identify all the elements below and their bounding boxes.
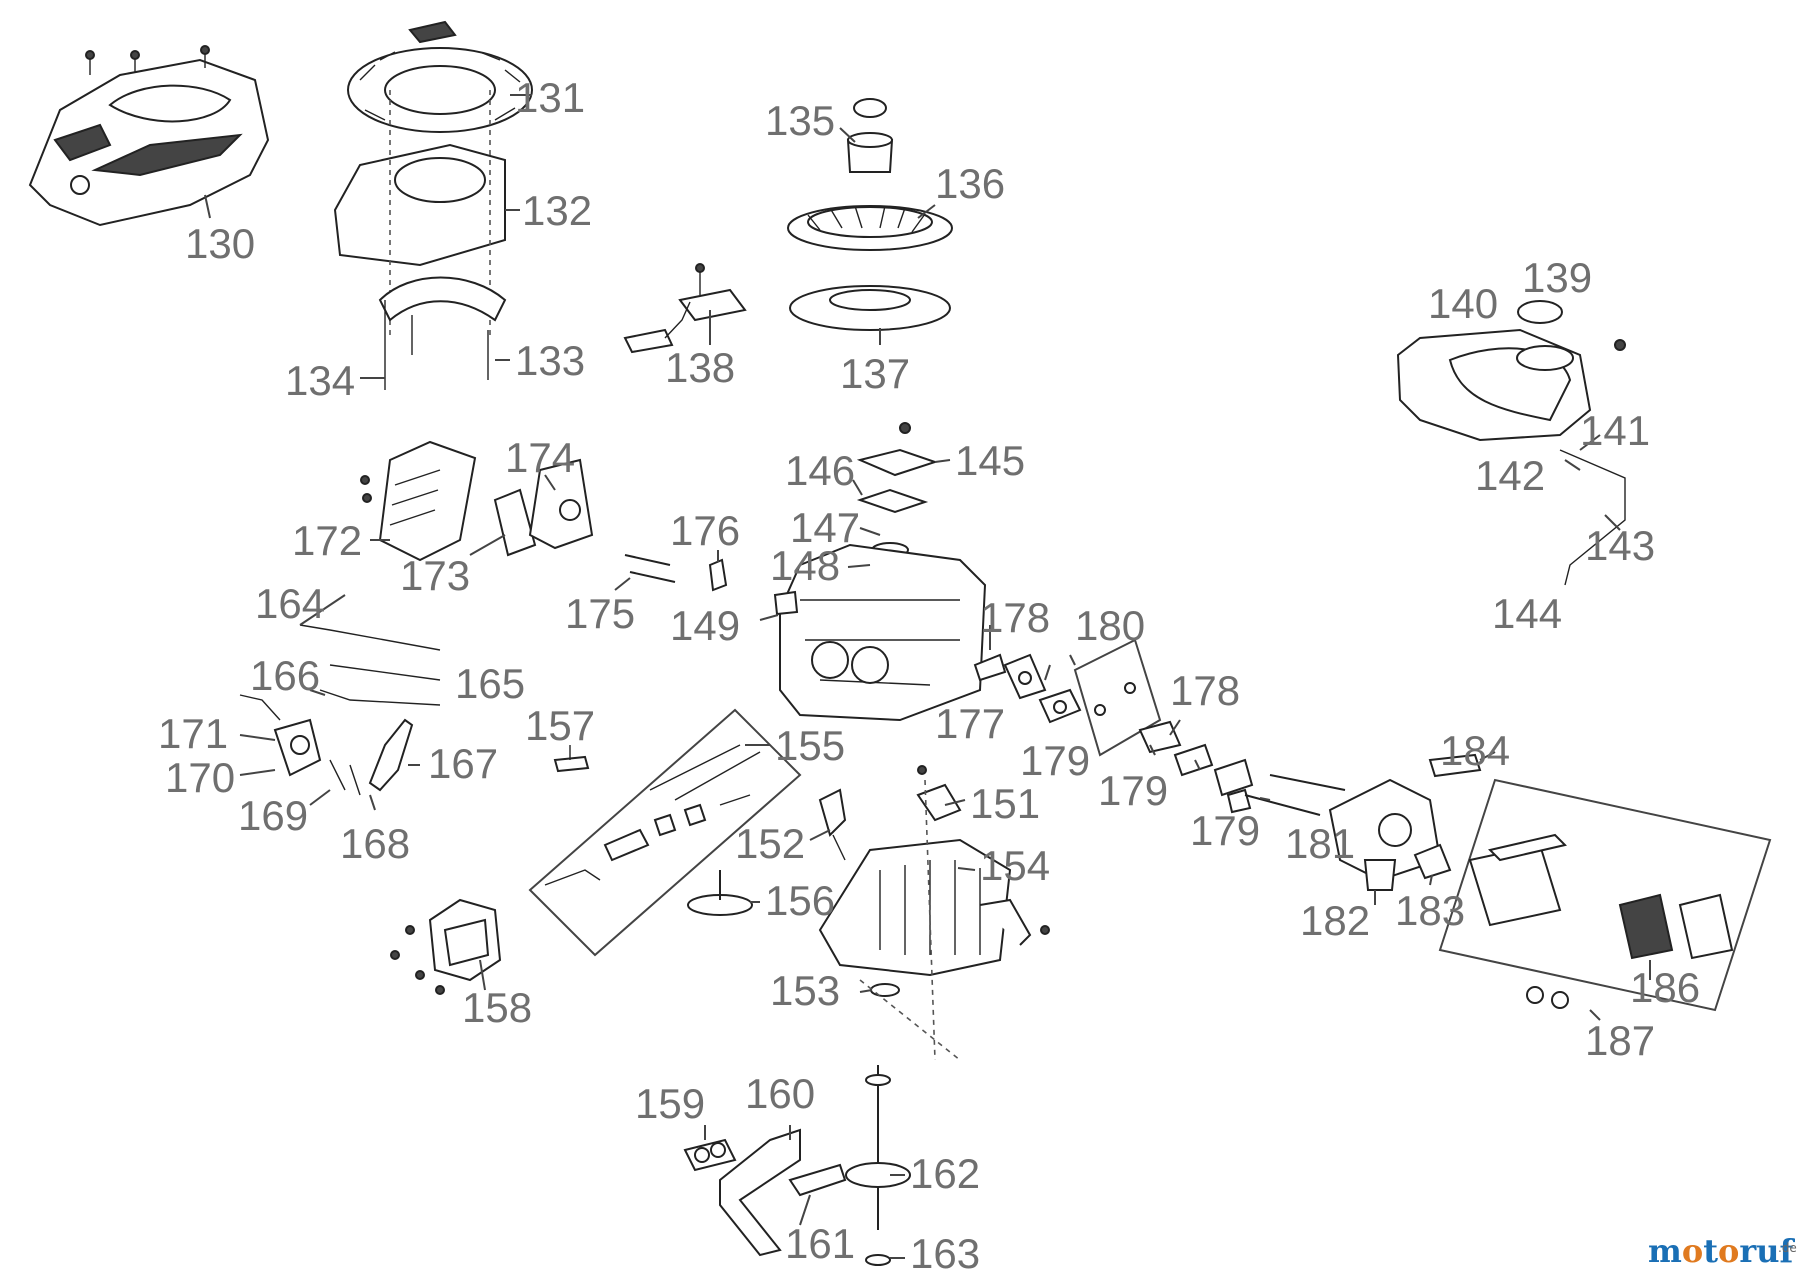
label-144: 144 <box>1492 590 1562 637</box>
label-160: 160 <box>745 1070 815 1117</box>
label-161: 161 <box>785 1220 855 1267</box>
label-162: 162 <box>910 1150 980 1197</box>
label-170: 170 <box>165 754 235 801</box>
logo-o2: o <box>1718 1232 1739 1270</box>
label-153: 153 <box>770 967 840 1014</box>
part-139-144-fuel-tank <box>1396 300 1626 586</box>
label-154: 154 <box>980 842 1050 889</box>
label-179b: 179 <box>1098 767 1168 814</box>
label-164: 164 <box>255 580 325 627</box>
label-138: 138 <box>665 344 735 391</box>
part-155-valve-kit <box>528 708 802 957</box>
label-157: 157 <box>525 702 595 749</box>
part-182-183-carburetor <box>1328 778 1452 905</box>
label-178a: 178 <box>980 594 1050 641</box>
label-140: 140 <box>1428 280 1498 327</box>
label-134: 134 <box>285 357 355 404</box>
label-158: 158 <box>462 984 532 1031</box>
logo-t: t <box>1703 1232 1718 1270</box>
label-178b: 178 <box>1170 667 1240 714</box>
label-149: 149 <box>670 602 740 649</box>
label-145: 145 <box>955 437 1025 484</box>
label-135: 135 <box>765 97 835 144</box>
label-133: 133 <box>515 337 585 384</box>
label-175: 175 <box>565 590 635 637</box>
part-164-171-governor <box>239 594 441 811</box>
label-184: 184 <box>1440 727 1510 774</box>
label-156: 156 <box>765 877 835 924</box>
label-146: 146 <box>785 447 855 494</box>
motoruf-watermark: motoruf .de <box>1648 1232 1797 1270</box>
label-180: 180 <box>1075 602 1145 649</box>
part-130-engine-cover <box>28 45 270 227</box>
label-181: 181 <box>1285 820 1355 867</box>
label-182: 182 <box>1300 897 1370 944</box>
label-172: 172 <box>292 517 362 564</box>
label-173: 173 <box>400 552 470 599</box>
part-157-spark-plug <box>553 745 590 773</box>
label-187: 187 <box>1585 1017 1655 1064</box>
label-131: 131 <box>515 74 585 121</box>
label-143: 143 <box>1585 522 1655 569</box>
label-159: 159 <box>635 1080 705 1127</box>
logo-o1: o <box>1682 1232 1703 1270</box>
part-145-149-crankcase <box>759 422 987 722</box>
part-159-163-crankshaft <box>683 1065 911 1266</box>
part-175-176-studs <box>614 550 728 592</box>
logo-ruf: ruf <box>1739 1232 1795 1270</box>
label-132: 132 <box>522 187 592 234</box>
label-147: 147 <box>790 504 860 551</box>
label-166: 166 <box>250 652 320 699</box>
part-184-187-air-filter <box>1428 751 1772 1021</box>
label-179c: 179 <box>1190 807 1260 854</box>
logo-suffix: .de <box>1778 1241 1797 1255</box>
label-163: 163 <box>910 1230 980 1272</box>
part-135-137-flywheel <box>787 98 953 345</box>
part-158-heat-shield <box>390 898 502 995</box>
label-152: 152 <box>735 820 805 867</box>
label-155: 155 <box>775 722 845 769</box>
part-labels: 130 131 132 133 134 135 136 137 138 139 … <box>158 74 1700 1272</box>
label-165: 165 <box>455 660 525 707</box>
part-132-blower-housing <box>333 90 520 340</box>
label-177: 177 <box>935 700 1005 747</box>
label-174: 174 <box>505 434 575 481</box>
part-151-156-crankcase-base <box>687 765 1050 1061</box>
part-133-134-bracket-studs <box>360 276 510 390</box>
label-167: 167 <box>428 740 498 787</box>
label-142: 142 <box>1475 452 1545 499</box>
label-130: 130 <box>185 220 255 267</box>
logo-m: m <box>1648 1232 1682 1270</box>
label-183: 183 <box>1395 887 1465 934</box>
part-177-181-gaskets <box>973 625 1346 816</box>
label-168: 168 <box>340 820 410 867</box>
label-139: 139 <box>1522 254 1592 301</box>
svg-text:motoruf: motoruf <box>1648 1232 1795 1270</box>
label-169: 169 <box>238 792 308 839</box>
label-176: 176 <box>670 507 740 554</box>
label-171: 171 <box>158 710 228 757</box>
label-141: 141 <box>1580 407 1650 454</box>
label-186: 186 <box>1630 964 1700 1011</box>
label-179a: 179 <box>1020 737 1090 784</box>
part-138-ignition-coil <box>623 263 747 354</box>
label-136: 136 <box>935 160 1005 207</box>
part-131-recoil-starter <box>347 20 533 133</box>
label-151: 151 <box>970 780 1040 827</box>
label-148: 148 <box>770 542 840 589</box>
label-137: 137 <box>840 350 910 397</box>
part-172-174-muffler <box>360 440 594 562</box>
